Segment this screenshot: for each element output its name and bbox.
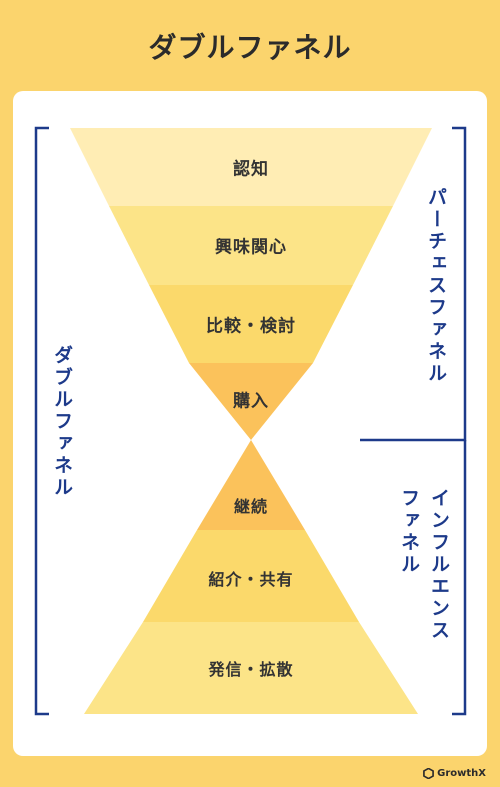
stage-label-purchase: 購入: [233, 391, 269, 412]
logo-text: GrowthX: [437, 768, 486, 779]
stage-awareness-band: [70, 128, 432, 206]
stage-referral-band: [143, 530, 359, 622]
stage-retention-band: [197, 440, 305, 530]
influence-funnel-bracket: [452, 440, 467, 716]
stage-label-comparison: 比較・検討: [206, 316, 296, 337]
double-funnel-label: ダブルファネル: [51, 345, 73, 499]
stage-comparison-band: [149, 285, 353, 363]
stage-purchase-band: [189, 363, 313, 440]
stage-label-spread: 発信・拡散: [208, 660, 294, 679]
double-funnel-bracket: [34, 126, 49, 716]
influence-funnel-label: インフルエンス ファネル: [394, 488, 454, 642]
stage-label-retention: 継続: [233, 497, 268, 516]
stage-spread-band: [84, 622, 418, 714]
purchase-funnel-label: パーチェスファネル: [425, 187, 447, 385]
purchase-funnel-bracket: [360, 126, 467, 442]
stage-interest-band: [109, 206, 393, 285]
stage-label-interest: 興味関心: [215, 237, 287, 258]
stage-label-awareness: 認知: [233, 159, 269, 180]
influence-funnel-label-line1: インフルエンス: [428, 488, 450, 642]
page-title: ダブルファネル: [148, 31, 352, 64]
stage-label-referral: 紹介・共有: [208, 570, 294, 589]
growthx-logo: GrowthX: [423, 768, 486, 779]
logo-mark-icon: [423, 768, 435, 779]
influence-funnel-label-line2: ファネル: [398, 488, 420, 576]
